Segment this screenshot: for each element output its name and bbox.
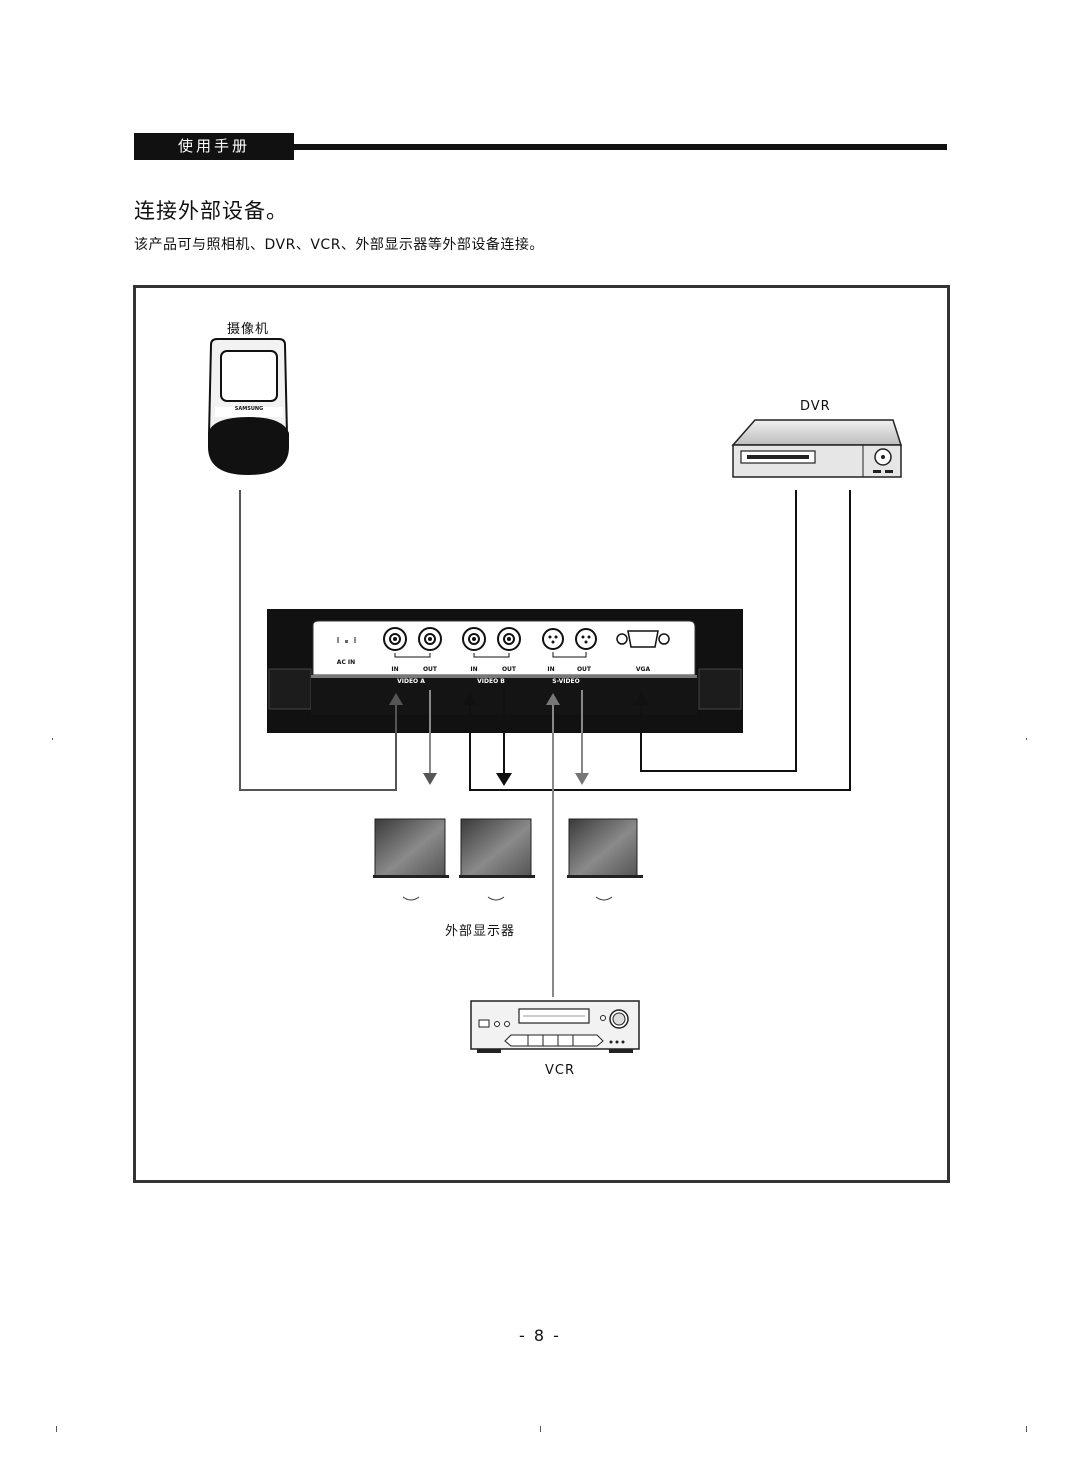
dvr-vga-cable	[640, 490, 797, 772]
section-title: 连接外部设备。	[134, 199, 288, 223]
vcr-device	[470, 1000, 640, 1053]
video-b-in-label: IN	[470, 666, 477, 673]
video-a-label: VIDEO A	[397, 678, 425, 685]
page-number: - 8 -	[519, 1326, 561, 1345]
section-intro: 该产品可与照相机、DVR、VCR、外部显示器等外部设备连接。	[134, 237, 544, 253]
camera-label: 摄像机	[227, 322, 270, 337]
vcr-label: VCR	[545, 1063, 576, 1078]
vga-label: VGA	[636, 666, 651, 673]
monitor-1	[373, 818, 449, 901]
camera-brand: SAMSUNG	[235, 406, 263, 412]
crop-mark	[52, 738, 53, 740]
manual-header-tab: 使用手册	[134, 133, 294, 160]
s-video-in-label: IN	[547, 666, 554, 673]
connection-diagram: SAMSUNG AC IN	[207, 338, 903, 1053]
camera-cable	[239, 490, 397, 791]
video-b-label: VIDEO B	[477, 678, 505, 685]
video-a-out-label: OUT	[423, 666, 438, 673]
s-video-label: S-VIDEO	[552, 678, 579, 685]
video-b-out-label: OUT	[502, 666, 517, 673]
crop-mark	[540, 1426, 541, 1432]
dvr-video-cable	[469, 490, 851, 791]
video-a-in-label: IN	[391, 666, 398, 673]
s-video-out-label: OUT	[577, 666, 592, 673]
dvr-label: DVR	[800, 399, 831, 414]
header-rule	[294, 144, 947, 150]
monitor-2	[459, 818, 535, 901]
dvr-device	[731, 419, 903, 478]
crop-mark	[1026, 738, 1027, 740]
external-monitors	[373, 818, 643, 901]
camera-device: SAMSUNG	[207, 338, 289, 475]
monitors-label: 外部显示器	[445, 924, 516, 939]
crop-mark	[56, 1426, 57, 1432]
connection-diagram-frame	[133, 285, 950, 1183]
monitor-3	[567, 818, 643, 901]
crop-mark	[1026, 1426, 1027, 1432]
ac-in-label: AC IN	[337, 659, 355, 666]
